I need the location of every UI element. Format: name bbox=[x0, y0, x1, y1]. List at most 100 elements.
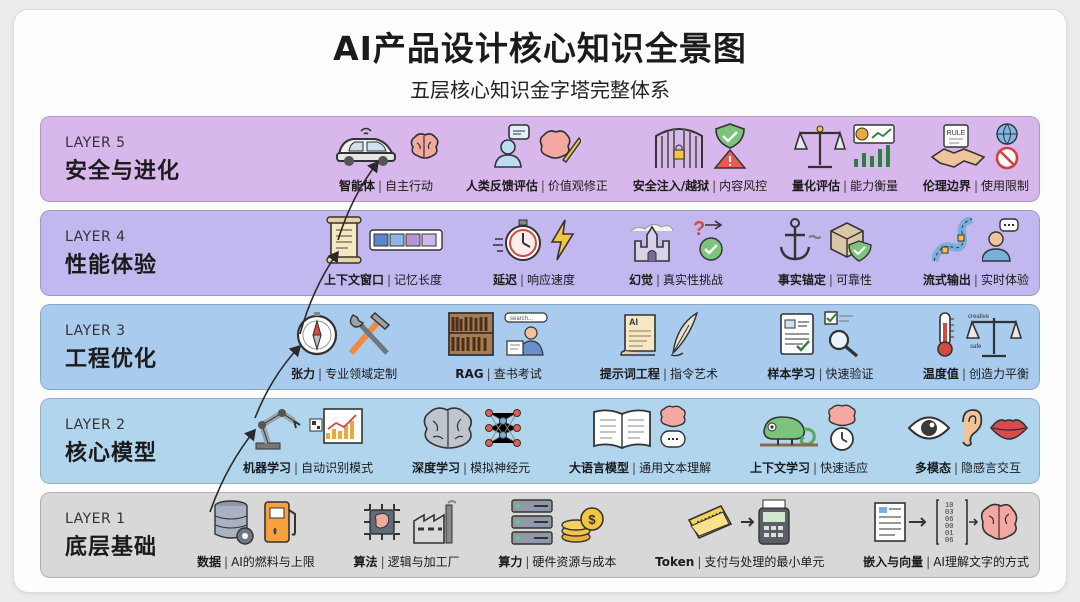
concept-illustration bbox=[760, 399, 858, 457]
brain-pencil-icon bbox=[537, 126, 581, 166]
concept-term: 延迟 bbox=[493, 273, 517, 287]
payment-terminal-icon bbox=[739, 498, 795, 546]
concept-item: 张力|专业领域定制 bbox=[291, 305, 397, 389]
concept-description: 快速适应 bbox=[820, 461, 868, 475]
concept-term: 智能体 bbox=[339, 179, 375, 193]
lips-icon bbox=[989, 415, 1029, 441]
caption-separator: | bbox=[463, 461, 467, 475]
checklist-magnifier-icon bbox=[821, 310, 861, 358]
layer-name: 工程优化 bbox=[65, 341, 157, 373]
concept-term: 幻觉 bbox=[629, 273, 653, 287]
thermometer-icon bbox=[930, 309, 960, 359]
server-icon bbox=[510, 498, 554, 546]
layer-tag: LAYER 5 bbox=[65, 135, 180, 151]
qr-chart-icon bbox=[308, 405, 364, 451]
concept-item: $算力|硬件资源与成本 bbox=[498, 493, 616, 577]
concept-item: 算法|逻辑与加工厂 bbox=[354, 493, 460, 577]
concept-illustration bbox=[252, 399, 364, 457]
concept-caption: 大语言模型|通用文本理解 bbox=[569, 459, 711, 476]
compass-icon bbox=[295, 311, 339, 357]
person-chat-icon bbox=[493, 123, 531, 169]
concept-item: 事实锚定|可靠性 bbox=[777, 211, 873, 295]
concept-illustration bbox=[907, 399, 1029, 457]
concept-item: 上下文窗口|记忆长度 bbox=[323, 211, 443, 295]
concept-illustration bbox=[331, 117, 441, 175]
concept-item: 流式输出|实时体验 bbox=[923, 211, 1029, 295]
chip-brain-icon bbox=[358, 498, 406, 546]
concept-term: 提示词工程 bbox=[600, 367, 660, 381]
svg-text:search...: search... bbox=[510, 316, 533, 322]
concept-item: 深度学习|模拟神经元 bbox=[412, 399, 530, 483]
layer-tag: LAYER 4 bbox=[65, 229, 157, 245]
concept-term: 张力 bbox=[291, 367, 315, 381]
token-blocks-icon bbox=[369, 228, 443, 252]
concept-description: 自动识别模式 bbox=[301, 461, 373, 475]
layer-tag: LAYER 1 bbox=[65, 511, 157, 527]
caption-separator: | bbox=[487, 367, 491, 381]
anchor-icon bbox=[777, 217, 821, 263]
concept-item: 量化评估|能力衡量 bbox=[792, 117, 898, 201]
concept-term: 温度值 bbox=[923, 367, 959, 381]
concept-caption: 张力|专业领域定制 bbox=[291, 365, 397, 382]
concept-caption: 深度学习|模拟神经元 bbox=[412, 459, 530, 476]
concept-description: AI理解文字的方式 bbox=[933, 555, 1029, 569]
concept-description: AI的燃料与上限 bbox=[231, 555, 315, 569]
concept-item: 人类反馈评估|价值观修正 bbox=[466, 117, 608, 201]
concept-illustration bbox=[779, 305, 861, 363]
concept-illustration bbox=[652, 117, 748, 175]
concept-illustration: $ bbox=[510, 493, 604, 551]
concept-illustration bbox=[419, 399, 523, 457]
concept-description: 专业领域定制 bbox=[325, 367, 397, 381]
brain-icon bbox=[407, 131, 441, 161]
document-icon bbox=[779, 312, 815, 356]
shield-warning-icon bbox=[712, 122, 748, 170]
svg-text:safe: safe bbox=[970, 344, 982, 350]
caption-separator: | bbox=[697, 555, 701, 569]
concept-caption: 事实锚定|可靠性 bbox=[778, 271, 872, 288]
caption-separator: | bbox=[541, 179, 545, 193]
concept-illustration bbox=[358, 493, 456, 551]
concept-description: 硬件资源与成本 bbox=[532, 555, 616, 569]
caption-separator: | bbox=[663, 367, 667, 381]
concept-description: 自主行动 bbox=[385, 179, 433, 193]
concept-term: 伦理边界 bbox=[923, 179, 971, 193]
svg-text:creative: creative bbox=[968, 314, 990, 320]
lightning-icon bbox=[549, 218, 575, 262]
cube-shield-icon bbox=[827, 217, 873, 263]
caption-separator: | bbox=[813, 461, 817, 475]
concept-illustration: AI bbox=[619, 305, 699, 363]
concept-term: 安全注入/越狱 bbox=[633, 179, 709, 193]
concept-caption: 流式输出|实时体验 bbox=[923, 271, 1029, 288]
castle-icon bbox=[625, 217, 679, 263]
layer-tag: LAYER 2 bbox=[65, 417, 157, 433]
ai-scroll-icon: AI bbox=[619, 311, 663, 357]
concept-item: 数据|AI的燃料与上限 bbox=[197, 493, 315, 577]
robot-car-icon bbox=[331, 123, 401, 169]
concept-description: 查书考试 bbox=[494, 367, 542, 381]
concept-caption: 数据|AI的燃料与上限 bbox=[197, 553, 315, 570]
concept-item: 机器学习|自动识别模式 bbox=[243, 399, 373, 483]
concept-description: 隐感言交互 bbox=[961, 461, 1021, 475]
concept-term: Token bbox=[655, 555, 694, 569]
concept-caption: 多模态|隐感言交互 bbox=[915, 459, 1021, 476]
stream-path-icon bbox=[932, 217, 976, 263]
concept-description: 通用文本理解 bbox=[639, 461, 711, 475]
concept-illustration: RULE bbox=[930, 117, 1022, 175]
search-reader-icon: search... bbox=[501, 311, 551, 357]
concept-item: 安全注入/越狱|内容风控 bbox=[633, 117, 767, 201]
concept-term: 事实锚定 bbox=[778, 273, 826, 287]
layer-name: 底层基础 bbox=[65, 529, 157, 561]
concept-illustration: ? bbox=[625, 211, 727, 269]
concept-illustration bbox=[794, 117, 896, 175]
concept-caption: 上下文窗口|记忆长度 bbox=[324, 271, 442, 288]
concept-term: 量化评估 bbox=[792, 179, 840, 193]
token-ticket-icon bbox=[685, 502, 733, 542]
caption-separator: | bbox=[926, 555, 930, 569]
concept-term: 算力 bbox=[498, 555, 522, 569]
